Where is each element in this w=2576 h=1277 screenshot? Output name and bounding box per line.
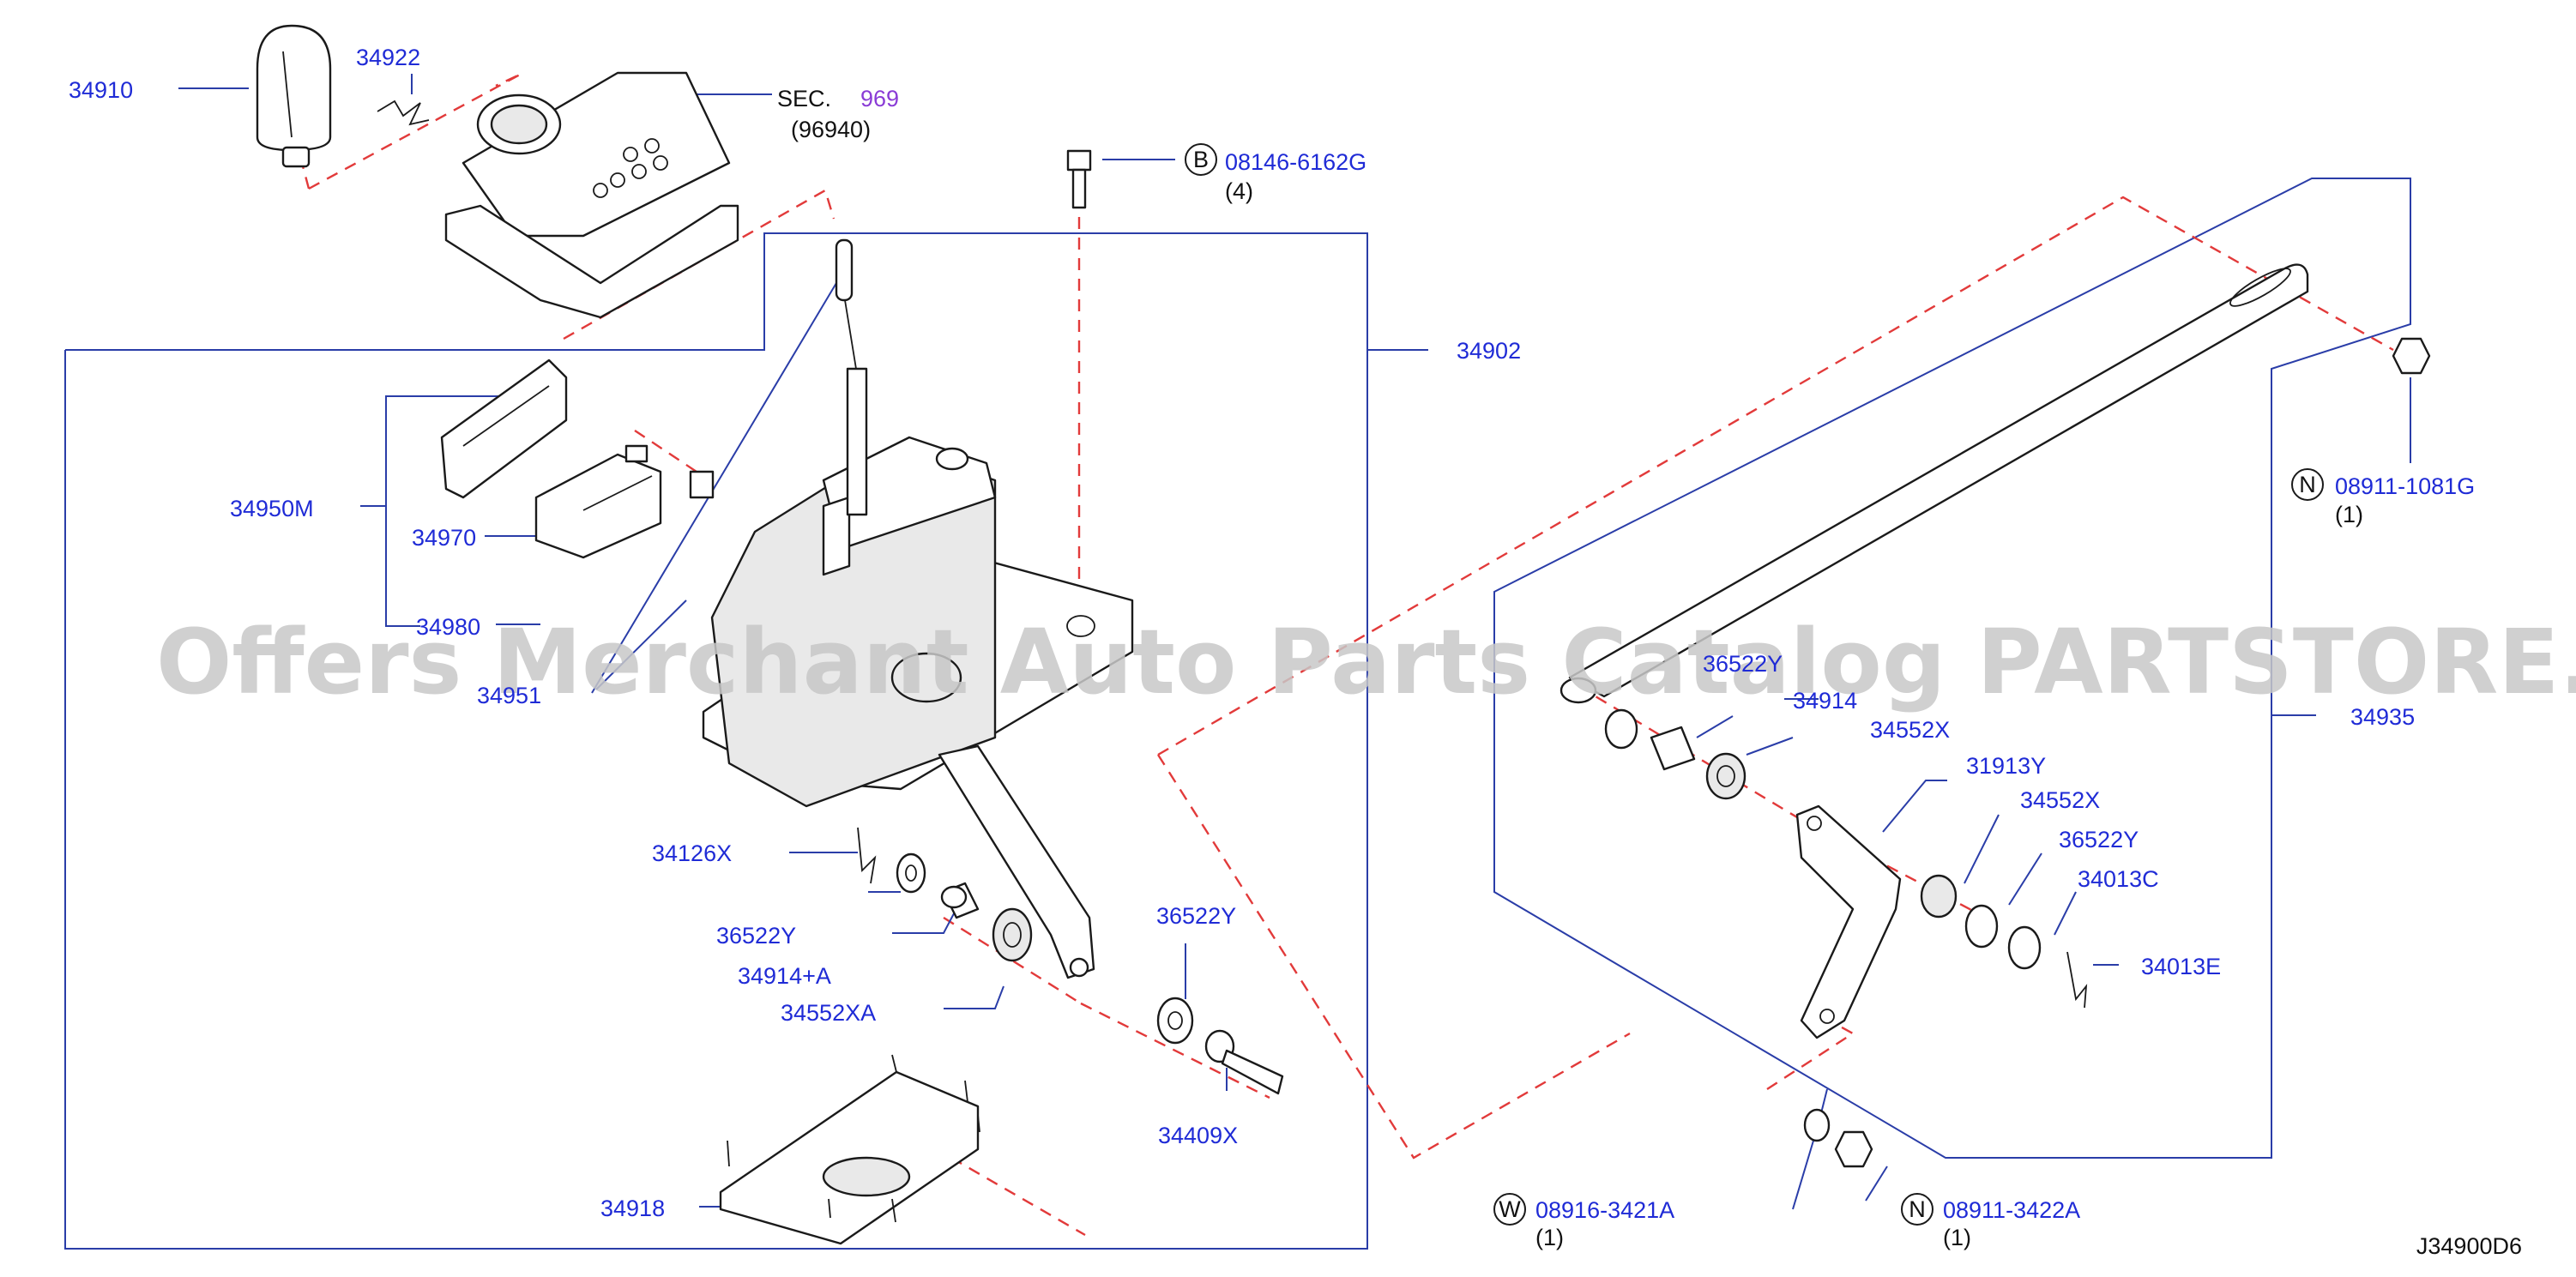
diagram-ref-code: J34900D6: [2416, 1233, 2522, 1259]
label-34126X[interactable]: 34126X: [652, 840, 732, 866]
label-34013C[interactable]: 34013C: [2078, 866, 2159, 892]
label-34914A[interactable]: 34914+A: [738, 963, 831, 989]
label-34902[interactable]: 34902: [1457, 338, 1521, 364]
knob-34910-illustration: [256, 24, 332, 168]
label-bolt-b-qty: (4): [1225, 178, 1253, 204]
label-washer-w-qty: (1): [1535, 1225, 1564, 1250]
nut-n-bottom-symbol: N: [1901, 1193, 1934, 1226]
washer-36522Y-d-illustration: [1964, 904, 1999, 949]
control-device-34902-illustration: [702, 238, 1134, 979]
clip-34013E-illustration: [2066, 951, 2088, 1009]
svg-text:B: B: [1193, 147, 1209, 172]
svg-text:W: W: [1499, 1196, 1521, 1222]
module-34970-illustration: [534, 444, 662, 559]
watermark-text: Offers Merchant Auto Parts Catalog PARTS…: [156, 610, 2576, 714]
washer-36522Y-mid-illustration: [1156, 997, 1194, 1045]
label-34950M[interactable]: 34950M: [230, 496, 314, 521]
label-nut-n-bottom-code[interactable]: 08911-3422A: [1943, 1197, 2080, 1223]
label-36522Y-mid[interactable]: 36522Y: [1156, 903, 1236, 929]
washer-34013C-illustration: [2007, 925, 2042, 970]
label-34409X[interactable]: 34409X: [1158, 1123, 1238, 1148]
part-labels: 34910 34922 SEC. 969 (96940) 08146-6162G…: [69, 45, 2522, 1259]
bushing-34552X-a-illustration: [1705, 752, 1746, 800]
label-36522Y-d[interactable]: 36522Y: [2059, 827, 2139, 852]
washer-w-symbol: W: [1493, 1193, 1526, 1226]
left-assembly-frame: [64, 232, 1368, 1250]
rod-34935-illustration: [1559, 263, 2309, 704]
bushing-34552XA-illustration: [992, 907, 1033, 962]
bushing-34552X-b-illustration: [1920, 874, 1958, 919]
label-34552X-b[interactable]: 34552X: [2020, 787, 2100, 813]
label-washer-w-code[interactable]: 08916-3421A: [1535, 1197, 1674, 1223]
label-nut-n-bottom-qty: (1): [1943, 1225, 1971, 1250]
bolt-b-illustration: [1066, 149, 1092, 209]
clip-34126X-illustration: [857, 827, 877, 884]
right-assembly-frame: [1493, 178, 2411, 1159]
bracket-34950M-illustration: [440, 358, 568, 499]
indicator-housing-illustration: [444, 71, 739, 319]
clip-34922-illustration: [377, 99, 430, 126]
label-34951[interactable]: 34951: [477, 683, 541, 708]
bushing-34914A-illustration: [940, 882, 980, 919]
label-bolt-b-code[interactable]: 08146-6162G: [1225, 149, 1366, 175]
cover-34918-illustration: [719, 1054, 980, 1245]
label-nut-n-top-code[interactable]: 08911-1081G: [2335, 473, 2475, 499]
label-nut-n-top-qty: (1): [2335, 502, 2363, 527]
label-31913Y[interactable]: 31913Y: [1966, 753, 2046, 779]
svg-text:N: N: [2299, 472, 2316, 497]
nut-n-bottom-illustration: [1834, 1130, 1873, 1168]
label-34918[interactable]: 34918: [600, 1196, 665, 1221]
washer-36522Y-right-illustration: [1604, 708, 1638, 750]
label-34935[interactable]: 34935: [2350, 704, 2415, 730]
nut-n-top-illustration: [2392, 337, 2431, 375]
lever-31913Y-illustration: [1795, 804, 1902, 1039]
label-34970[interactable]: 34970: [412, 525, 476, 551]
switch-34980-illustration: [689, 470, 715, 499]
svg-text:N: N: [1909, 1196, 1926, 1222]
sec-prefix: SEC.: [777, 86, 831, 111]
label-34552XA[interactable]: 34552XA: [781, 1000, 876, 1026]
label-36522Y-right[interactable]: 36522Y: [1703, 651, 1783, 677]
label-34013E[interactable]: 34013E: [2141, 954, 2221, 979]
label-34914[interactable]: 34914: [1793, 688, 1857, 714]
label-34922[interactable]: 34922: [356, 45, 420, 70]
washer-w-illustration: [1803, 1108, 1831, 1142]
label-34552X-a[interactable]: 34552X: [1870, 717, 1950, 743]
pin-34409X-illustration: [1204, 1029, 1284, 1095]
washer-36522Y-left-illustration: [896, 852, 926, 894]
sec-number-link[interactable]: 969: [860, 86, 899, 111]
bolt-b-symbol: B: [1185, 143, 1217, 176]
label-36522Y-left[interactable]: 36522Y: [716, 923, 796, 949]
label-34910[interactable]: 34910: [69, 77, 133, 103]
label-34980[interactable]: 34980: [416, 614, 480, 640]
nut-n-top-symbol: N: [2291, 468, 2324, 501]
sec-subref: (96940): [791, 117, 871, 142]
bushing-34914-illustration: [1650, 726, 1696, 771]
